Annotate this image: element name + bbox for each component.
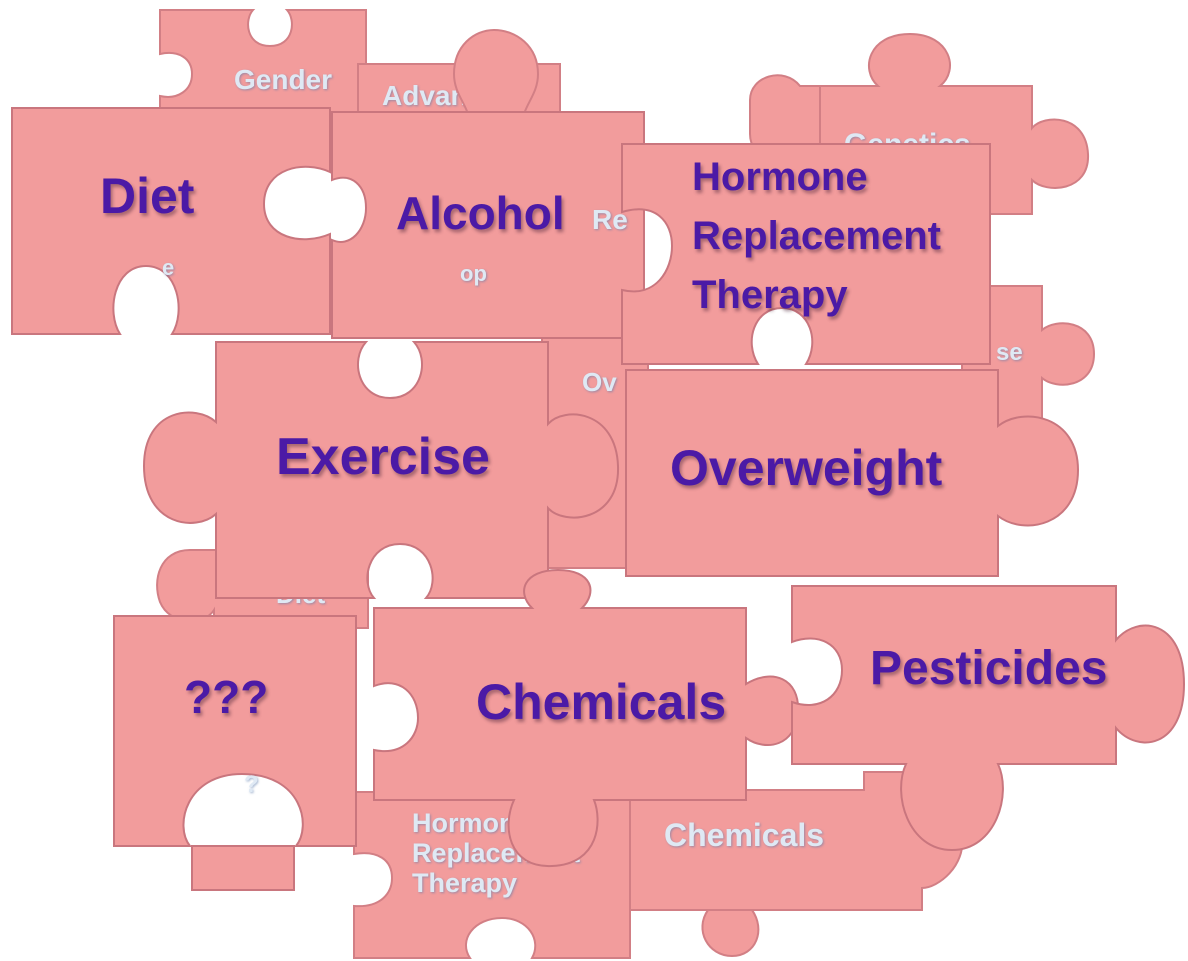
chemicals-label: Chemicals <box>476 674 726 730</box>
overweight-label: Overweight <box>670 440 942 496</box>
gender-piece: Gender <box>158 8 368 118</box>
exercise-piece: Exercise <box>140 336 626 602</box>
pesticides-piece-shape <box>782 584 1186 854</box>
menopause-partial-label: se <box>996 340 1023 367</box>
unknown-piece: ??? ? <box>112 614 358 892</box>
pesticides-label: Pesticides <box>870 642 1107 696</box>
unknown-piece-shape <box>112 614 358 892</box>
gender-label: Gender <box>234 64 332 95</box>
alcohol-label: Alcohol <box>396 188 565 240</box>
gender-piece-shape <box>158 8 368 118</box>
diet-piece: Diet e <box>10 106 340 338</box>
unknown-label: ??? <box>184 672 268 724</box>
onset-partial-label: op <box>460 262 487 287</box>
hrt-label: Hormone Replacement Therapy <box>692 148 941 326</box>
exercise-label: Exercise <box>276 428 490 486</box>
overweight-piece: Overweight <box>622 366 1082 582</box>
diet-label: Diet <box>100 168 194 224</box>
question-partial-label: ? <box>244 772 259 799</box>
hrt-piece: Hormone Replacement Therapy <box>616 142 992 366</box>
age-partial-label: e <box>162 256 174 281</box>
pesticides-piece: Pesticides <box>782 584 1186 854</box>
alcohol-piece: Alcohol Re op <box>326 110 646 342</box>
chemicals-piece: Chemicals <box>352 568 802 888</box>
